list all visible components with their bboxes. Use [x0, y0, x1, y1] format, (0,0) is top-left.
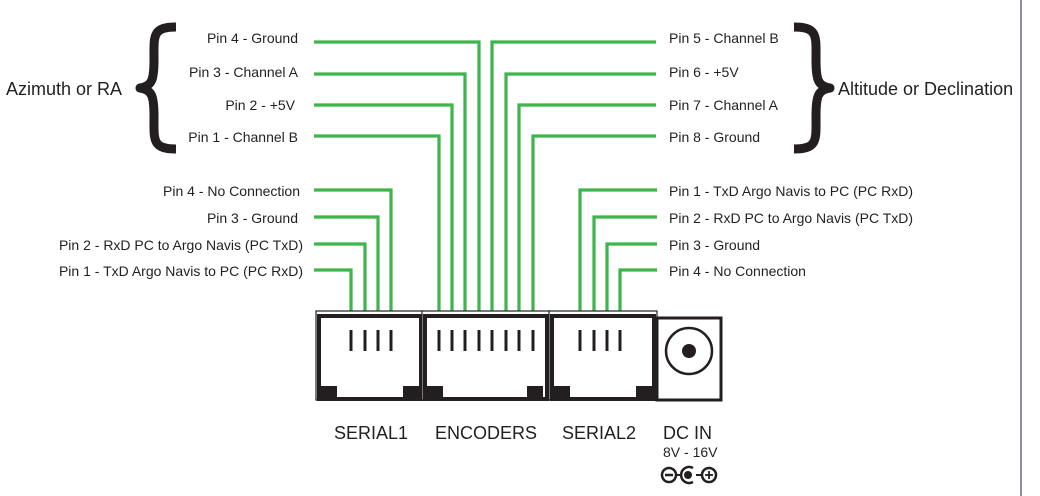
dc-in-jack[interactable] [655, 316, 723, 402]
encoder-pin-label: Pin 6 - +5V [669, 64, 739, 80]
altitude-group-label: Altitude or Declination [838, 79, 1014, 99]
encoder-pin-label: Pin 7 - Channel A [669, 97, 778, 113]
serial1-pin-label: Pin 3 - Ground [206, 210, 298, 226]
encoder-wire [314, 40, 481, 322]
pin-contact [490, 330, 494, 351]
serial1-wire [314, 215, 380, 322]
serial2-pin-label: Pin 1 - TxD Argo Navis to PC (PC RxD) [669, 183, 914, 199]
pin-contact [450, 330, 454, 351]
serial2-port-label: SERIAL2 [562, 423, 637, 443]
encoders-connector[interactable] [421, 310, 551, 401]
encoder-wire [314, 134, 441, 322]
serial2-wire [605, 242, 657, 322]
encoder-wire [314, 103, 454, 322]
pin-contact [531, 330, 535, 351]
pin-contact [592, 330, 596, 351]
serial2-pin-label: Pin 4 - No Connection [669, 263, 806, 279]
serial2-pin-label: Pin 2 - RxD PC to Argo Navis (PC TxD) [669, 210, 914, 226]
serial1-connector[interactable] [315, 310, 425, 401]
encoder-wire [531, 134, 656, 322]
encoder-pin-label: Pin 2 - +5V [225, 97, 295, 113]
pin-contact [349, 330, 353, 351]
pin-contact [618, 330, 622, 351]
encoder-pin-label: Pin 3 - Channel A [189, 64, 298, 80]
serial1-wire [314, 242, 367, 322]
encoder-wire [504, 72, 656, 322]
serial2-connector[interactable] [548, 310, 658, 401]
right-brace-icon [793, 22, 835, 154]
page-border [1020, 0, 1022, 496]
pin-contact [463, 330, 467, 351]
pin-contact [504, 330, 508, 351]
serial1-wire [314, 268, 353, 322]
encoder-wire [517, 103, 656, 322]
left-brace-icon [135, 22, 177, 154]
azimuth-group-label: Azimuth or RA [6, 79, 123, 99]
pin-contact [389, 330, 393, 351]
encoders-port-label: ENCODERS [435, 423, 538, 443]
serial2-pin-label: Pin 3 - Ground [669, 237, 761, 253]
serial2-wire [592, 215, 657, 322]
serial1-port-label: SERIAL1 [334, 423, 409, 443]
encoder-wire [314, 72, 467, 322]
encoder-wire [490, 40, 656, 322]
serial2-wire [578, 188, 657, 322]
serial1-pin-label: Pin 2 - RxD PC to Argo Navis (PC TxD) [58, 237, 303, 253]
serial1-wire [314, 188, 393, 322]
center-positive-polarity-icon [660, 465, 718, 485]
pin-contact [363, 330, 367, 351]
encoder-pin-label: Pin 4 - Ground [206, 30, 298, 46]
serial2-wire [618, 268, 657, 322]
encoder-pin-label: Pin 1 - Channel B [188, 129, 298, 145]
pin-contact [578, 330, 582, 351]
encoder-pin-label: Pin 5 - Channel B [669, 30, 779, 46]
dc-in-port-label: DC IN [663, 423, 712, 443]
pin-contact [437, 330, 441, 351]
serial1-pin-label: Pin 4 - No Connection [163, 183, 300, 199]
dc-voltage-range: 8V - 16V [663, 444, 718, 460]
pin-contact [605, 330, 609, 351]
pin-contact [477, 330, 481, 351]
encoder-pin-label: Pin 8 - Ground [669, 129, 761, 145]
pin-contact [517, 330, 521, 351]
pin-contact [376, 330, 380, 351]
serial1-pin-label: Pin 1 - TxD Argo Navis to PC (PC RxD) [58, 263, 303, 279]
